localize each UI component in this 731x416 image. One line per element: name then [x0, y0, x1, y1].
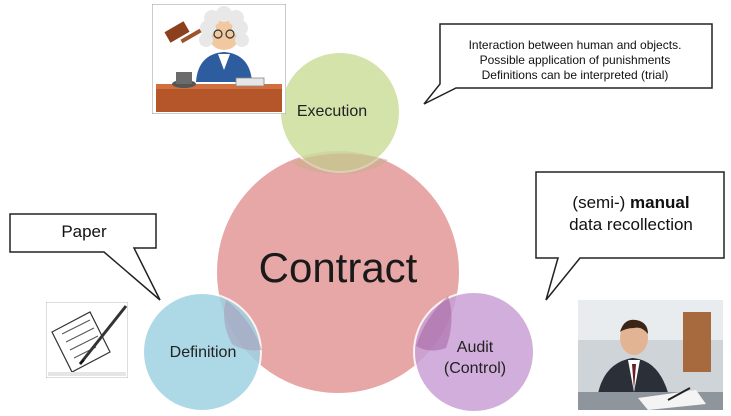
execution-callout-text: Interaction between human and objects. P… — [444, 38, 706, 83]
manual-callout-bold: manual — [630, 193, 690, 212]
execution-callout-bubble — [423, 23, 713, 105]
manual-callout-text: (semi-) manual data recollection — [543, 192, 719, 236]
audit-label: Audit (Control) — [416, 337, 534, 379]
execution-callout-line: Definitions can be interpreted (trial) — [481, 68, 669, 82]
manual-callout-bubble — [535, 171, 725, 301]
businessman-icon — [578, 300, 723, 410]
audit-label-line2: (Control) — [443, 360, 507, 377]
audit-contract-overlap — [416, 296, 452, 351]
judge-icon — [152, 4, 286, 114]
paper-pen-icon — [46, 302, 128, 378]
paper-illustration — [46, 302, 128, 378]
paper-callout-text: Paper — [61, 222, 107, 241]
execution-callout-line: Interaction between human and objects. — [468, 38, 682, 52]
execution-callout-line: Possible application of punishments — [479, 53, 671, 67]
manual-callout-line2: data recollection — [569, 215, 693, 234]
contract-label: Contract — [258, 244, 418, 291]
judge-illustration — [152, 4, 286, 114]
manual-callout-line1: (semi-) manual — [543, 192, 719, 214]
execution-label: Execution — [296, 103, 368, 120]
person-photo — [578, 300, 723, 410]
paper-callout-bubble — [9, 213, 161, 301]
execution-contract-overlap — [292, 153, 388, 174]
definition-contract-overlap — [224, 300, 262, 351]
manual-callout-prefix: (semi-) — [572, 193, 631, 212]
audit-label-line1: Audit — [456, 339, 494, 356]
definition-label: Definition — [169, 344, 237, 361]
